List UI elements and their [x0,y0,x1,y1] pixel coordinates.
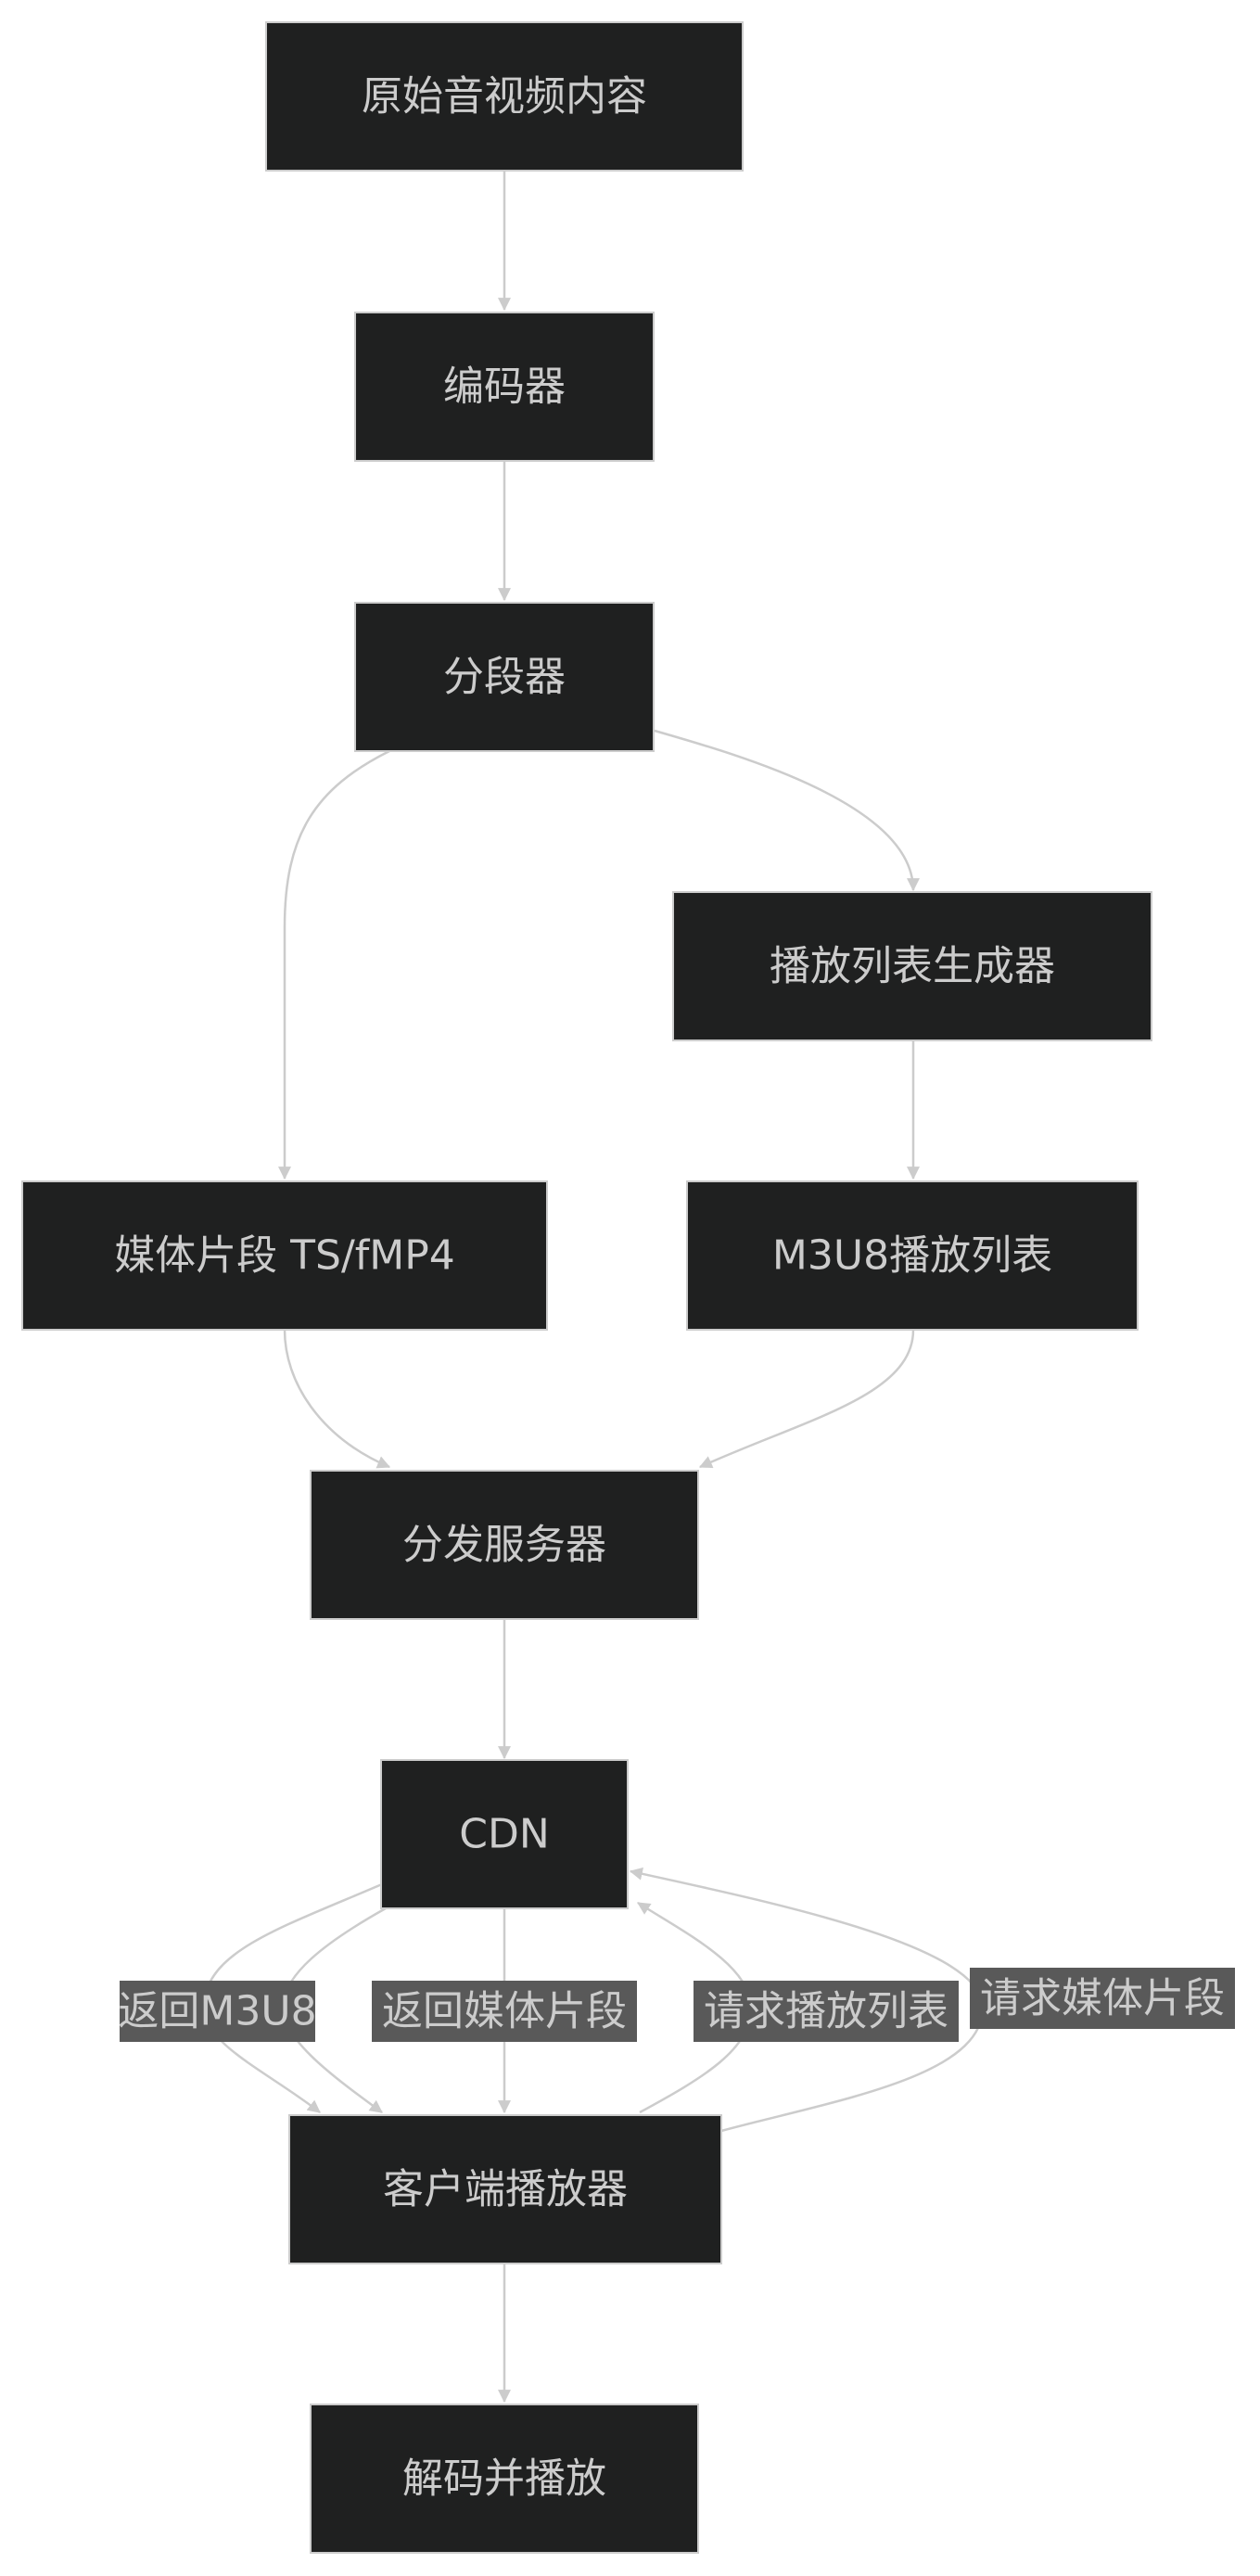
svg-text:媒体片段 TS/fMP4: 媒体片段 TS/fMP4 [114,1232,455,1280]
node-media-segments: 媒体片段 TS/fMP4 [21,1180,548,1331]
svg-text:M3U8播放列表: M3U8播放列表 [772,1232,1052,1280]
edge-segmenter-to-media-segments [278,749,390,1180]
node-client-player: 客户端播放器 [288,2114,722,2264]
svg-text:原始音视频内容: 原始音视频内容 [362,73,647,121]
edge-label-return-m3u8: 返回M3U8 [118,1981,317,2042]
edge-label-return-segments: 返回媒体片段 [372,1981,637,2042]
edge-m3u8-to-distribution [698,1329,915,1469]
svg-text:客户端播放器: 客户端播放器 [383,2166,628,2213]
edge-media-segments-to-distribution [283,1329,391,1469]
svg-text:返回媒体片段: 返回媒体片段 [382,1988,627,2035]
node-source: 原始音视频内容 [265,21,744,172]
node-decode-play: 解码并播放 [310,2404,699,2554]
node-m3u8-playlist: M3U8播放列表 [686,1180,1139,1331]
edge-label-request-playlist: 请求播放列表 [694,1981,959,2042]
svg-text:分发服务器: 分发服务器 [402,1522,606,1569]
edge-label-request-segments: 请求媒体片段 [970,1968,1235,2029]
node-cdn: CDN [380,1759,629,1909]
edge-labels: 返回M3U8 返回媒体片段 请求播放列表 请求媒体片段 [118,1968,1235,2042]
node-encoder: 编码器 [354,312,655,462]
edge-segmenter-to-playlist-generator [654,729,920,892]
nodes: 原始音视频内容 编码器 分段器 播放列表生成器 媒体片段 TS/fMP4 M3U… [21,21,1152,2554]
svg-text:解码并播放: 解码并播放 [402,2455,606,2503]
svg-text:返回M3U8: 返回M3U8 [118,1988,316,2035]
node-playlist-generator: 播放列表生成器 [672,891,1152,1041]
svg-text:请求播放列表: 请求播放列表 [704,1988,948,2035]
svg-text:请求媒体片段: 请求媒体片段 [980,1975,1225,2022]
svg-text:播放列表生成器: 播放列表生成器 [770,943,1055,990]
node-distribution-server: 分发服务器 [310,1470,699,1620]
node-segmenter: 分段器 [354,602,655,752]
svg-text:CDN: CDN [459,1811,550,1858]
svg-text:编码器: 编码器 [443,363,566,411]
svg-text:分段器: 分段器 [443,654,566,701]
